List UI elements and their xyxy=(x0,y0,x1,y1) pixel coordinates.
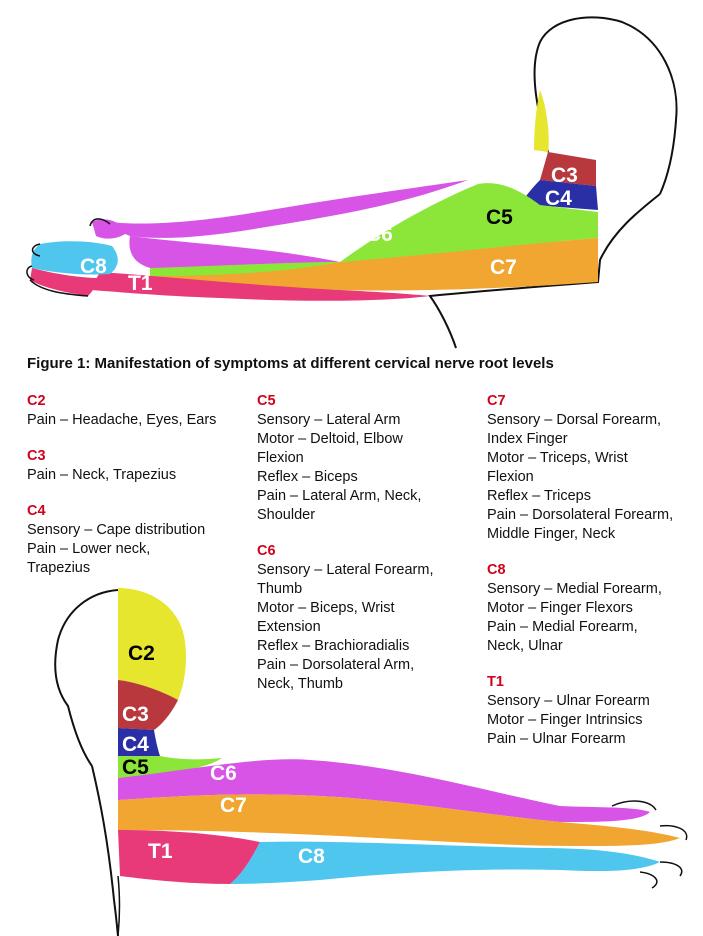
top-body-outline xyxy=(428,193,661,349)
top-hand-outline xyxy=(26,218,111,297)
top-label-c7: C7 xyxy=(490,256,517,279)
section-line: Extension xyxy=(257,619,321,635)
bottom-c6-region xyxy=(118,759,650,822)
top-label-c3: C3 xyxy=(551,164,578,187)
bottom-body-outline xyxy=(91,765,119,936)
section-c3: C3 Pain – Neck, Trapezius xyxy=(27,447,247,485)
bottom-label-c2: C2 xyxy=(128,642,155,665)
section-title: C7 xyxy=(487,393,506,409)
top-t1-hand xyxy=(30,268,100,296)
section-line: Motor – Finger Intrinsics xyxy=(487,712,643,728)
section-line: Flexion xyxy=(257,450,304,466)
bottom-c5-region xyxy=(118,756,222,778)
section-line: Sensory – Cape distribution xyxy=(27,522,206,538)
section-line: Motor – Biceps, Wrist xyxy=(257,600,395,616)
section-line: Middle Finger, Neck xyxy=(487,526,616,542)
section-title: C5 xyxy=(257,393,276,409)
section-title: C8 xyxy=(487,562,506,578)
section-line: Reflex – Triceps xyxy=(487,488,591,504)
section-line: Motor – Finger Flexors xyxy=(487,600,633,616)
top-c4-region xyxy=(520,180,598,210)
bottom-c8-region xyxy=(230,841,660,884)
section-line: Thumb xyxy=(257,581,303,597)
top-c5-region xyxy=(340,183,598,262)
section-title: T1 xyxy=(487,674,504,690)
section-line: Pain – Neck, Trapezius xyxy=(27,467,177,483)
top-label-c8: C8 xyxy=(80,255,107,278)
figure-caption: Figure 1: Manifestation of symptoms at d… xyxy=(27,355,554,372)
section-line: Reflex – Biceps xyxy=(257,469,358,485)
top-c2-region xyxy=(534,90,549,152)
bottom-label-c8: C8 xyxy=(298,845,325,868)
bottom-label-c4: C4 xyxy=(122,733,149,756)
column-right: C7 Sensory – Dorsal Forearm, Index Finge… xyxy=(487,392,703,766)
top-label-c5: C5 xyxy=(486,206,513,229)
bottom-label-c3: C3 xyxy=(122,703,149,726)
top-head-outline xyxy=(533,16,678,195)
section-title: C3 xyxy=(27,448,46,464)
top-c3-region xyxy=(540,152,596,186)
section-line: Index Finger xyxy=(487,431,568,447)
section-title: C2 xyxy=(27,393,46,409)
bottom-c7-region xyxy=(118,794,680,846)
section-line: Pain – Lateral Arm, Neck, xyxy=(257,488,422,504)
section-line: Sensory – Medial Forearm, xyxy=(487,581,662,597)
section-line: Neck, Ulnar xyxy=(487,638,563,654)
top-c6-forearm xyxy=(129,236,340,269)
section-c4: C4 Sensory – Cape distribution Pain – Lo… xyxy=(27,502,247,578)
bottom-t1-region xyxy=(118,830,260,884)
top-c6-region xyxy=(108,180,468,238)
top-c6-thumb xyxy=(92,219,128,239)
section-line: Shoulder xyxy=(257,507,316,523)
section-c7: C7 Sensory – Dorsal Forearm, Index Finge… xyxy=(487,392,703,544)
section-c8: C8 Sensory – Medial Forearm, Motor – Fin… xyxy=(487,561,703,656)
section-t1: T1 Sensory – Ulnar Forearm Motor – Finge… xyxy=(487,673,703,749)
bottom-c2-region xyxy=(118,588,186,700)
bottom-head-outline xyxy=(54,589,119,767)
section-line: Pain – Dorsolateral Arm, xyxy=(257,657,415,673)
section-title: C4 xyxy=(27,503,46,519)
section-title: C6 xyxy=(257,543,276,559)
section-line: Motor – Deltoid, Elbow xyxy=(257,431,403,447)
top-c5-forearm xyxy=(150,262,340,276)
section-line: Pain – Medial Forearm, xyxy=(487,619,638,635)
bottom-label-c6: C6 xyxy=(210,762,237,785)
bottom-label-c7: C7 xyxy=(220,794,247,817)
bottom-label-c5: C5 xyxy=(122,756,149,779)
section-line: Pain – Dorsolateral Forearm, xyxy=(487,507,674,523)
section-line: Trapezius xyxy=(27,560,91,576)
top-label-c6: C6 xyxy=(366,223,393,246)
section-line: Pain – Lower neck, xyxy=(27,541,151,557)
section-line: Sensory – Lateral Forearm, xyxy=(257,562,434,578)
section-line: Sensory – Lateral Arm xyxy=(257,412,401,428)
bottom-label-t1: T1 xyxy=(148,840,173,863)
section-line: Sensory – Dorsal Forearm, xyxy=(487,412,662,428)
section-line: Sensory – Ulnar Forearm xyxy=(487,693,650,709)
top-label-c4: C4 xyxy=(545,187,572,210)
column-left: C2 Pain – Headache, Eyes, Ears C3 Pain –… xyxy=(27,392,247,595)
top-c7-region xyxy=(150,238,598,291)
section-c5: C5 Sensory – Lateral Arm Motor – Deltoid… xyxy=(257,392,477,525)
section-c6: C6 Sensory – Lateral Forearm, Thumb Moto… xyxy=(257,542,477,694)
top-dermatome-figure: C3 C4 C5 C6 C7 C8 T1 xyxy=(26,16,678,349)
top-c8-hand xyxy=(31,241,118,275)
section-line: Neck, Thumb xyxy=(257,676,343,692)
column-middle: C5 Sensory – Lateral Arm Motor – Deltoid… xyxy=(257,392,477,711)
top-label-t1: T1 xyxy=(128,272,153,295)
section-c2: C2 Pain – Headache, Eyes, Ears xyxy=(27,392,247,430)
bottom-c4-region xyxy=(118,728,160,756)
section-line: Pain – Ulnar Forearm xyxy=(487,731,626,747)
bottom-hand-outline xyxy=(117,800,688,936)
section-line: Flexion xyxy=(487,469,534,485)
section-line: Reflex – Brachioradialis xyxy=(257,638,410,654)
top-t1-region xyxy=(90,272,430,301)
section-line: Motor – Triceps, Wrist xyxy=(487,450,628,466)
section-line: Pain – Headache, Eyes, Ears xyxy=(27,412,217,428)
bottom-c3-region xyxy=(118,680,178,730)
